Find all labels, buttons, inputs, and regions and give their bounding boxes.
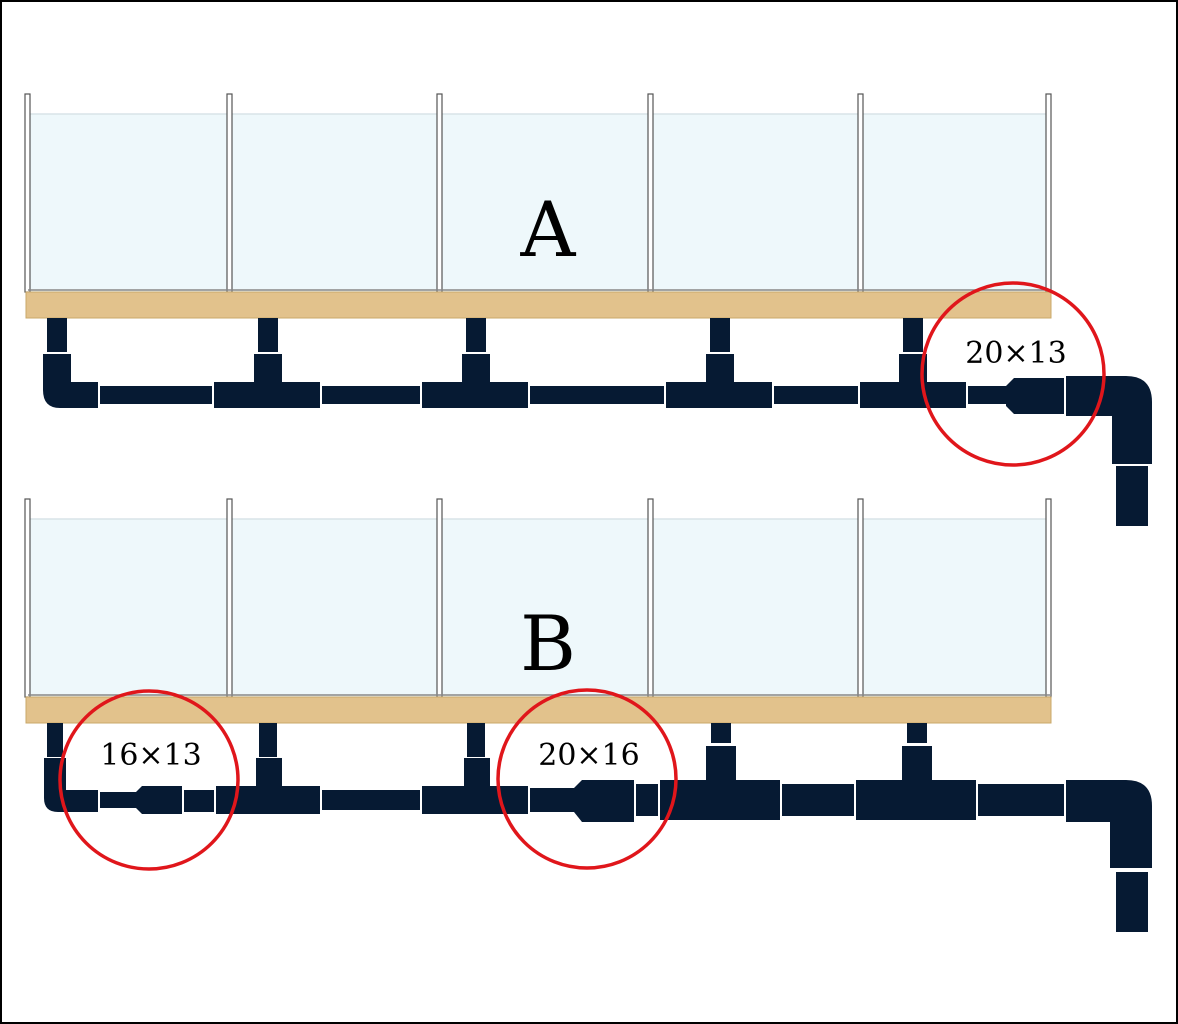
callout-circle-b-2 <box>496 688 678 870</box>
tank-water-a <box>28 114 1050 292</box>
callout-label-b-1: 16×13 <box>100 738 201 773</box>
tank-wall-a-1 <box>24 93 31 293</box>
callout-label-b-2: 20×16 <box>538 738 639 773</box>
tank-wall-b-4 <box>647 498 654 698</box>
tank-wall-a-6 <box>1045 93 1052 293</box>
tank-wall-b-5 <box>857 498 864 698</box>
callout-circle-a-1 <box>920 281 1106 467</box>
callout-circle-b-1 <box>58 689 240 871</box>
tank-wall-b-6 <box>1045 498 1052 698</box>
tank-wall-b-3 <box>436 498 443 698</box>
panel-label-b: B <box>520 599 576 688</box>
tank-wall-b-1 <box>24 498 31 698</box>
drain-pipe-a <box>43 318 1152 526</box>
panel-a: A <box>24 93 1152 526</box>
tank-wall-a-5 <box>857 93 864 293</box>
tank-row-b <box>24 498 1052 698</box>
tank-water-b <box>28 519 1050 697</box>
drain-pipe-b <box>44 723 1152 932</box>
tank-wall-b-2 <box>226 498 233 698</box>
tank-wall-a-2 <box>226 93 233 293</box>
callout-label-a-1: 20×13 <box>965 336 1066 371</box>
support-board-a <box>25 291 1052 319</box>
tank-row-a <box>24 93 1052 293</box>
tank-wall-a-3 <box>436 93 443 293</box>
support-board-b <box>25 696 1052 724</box>
panel-b: B <box>24 498 1152 932</box>
panel-label-a: A <box>520 185 577 274</box>
tank-wall-a-4 <box>647 93 654 293</box>
